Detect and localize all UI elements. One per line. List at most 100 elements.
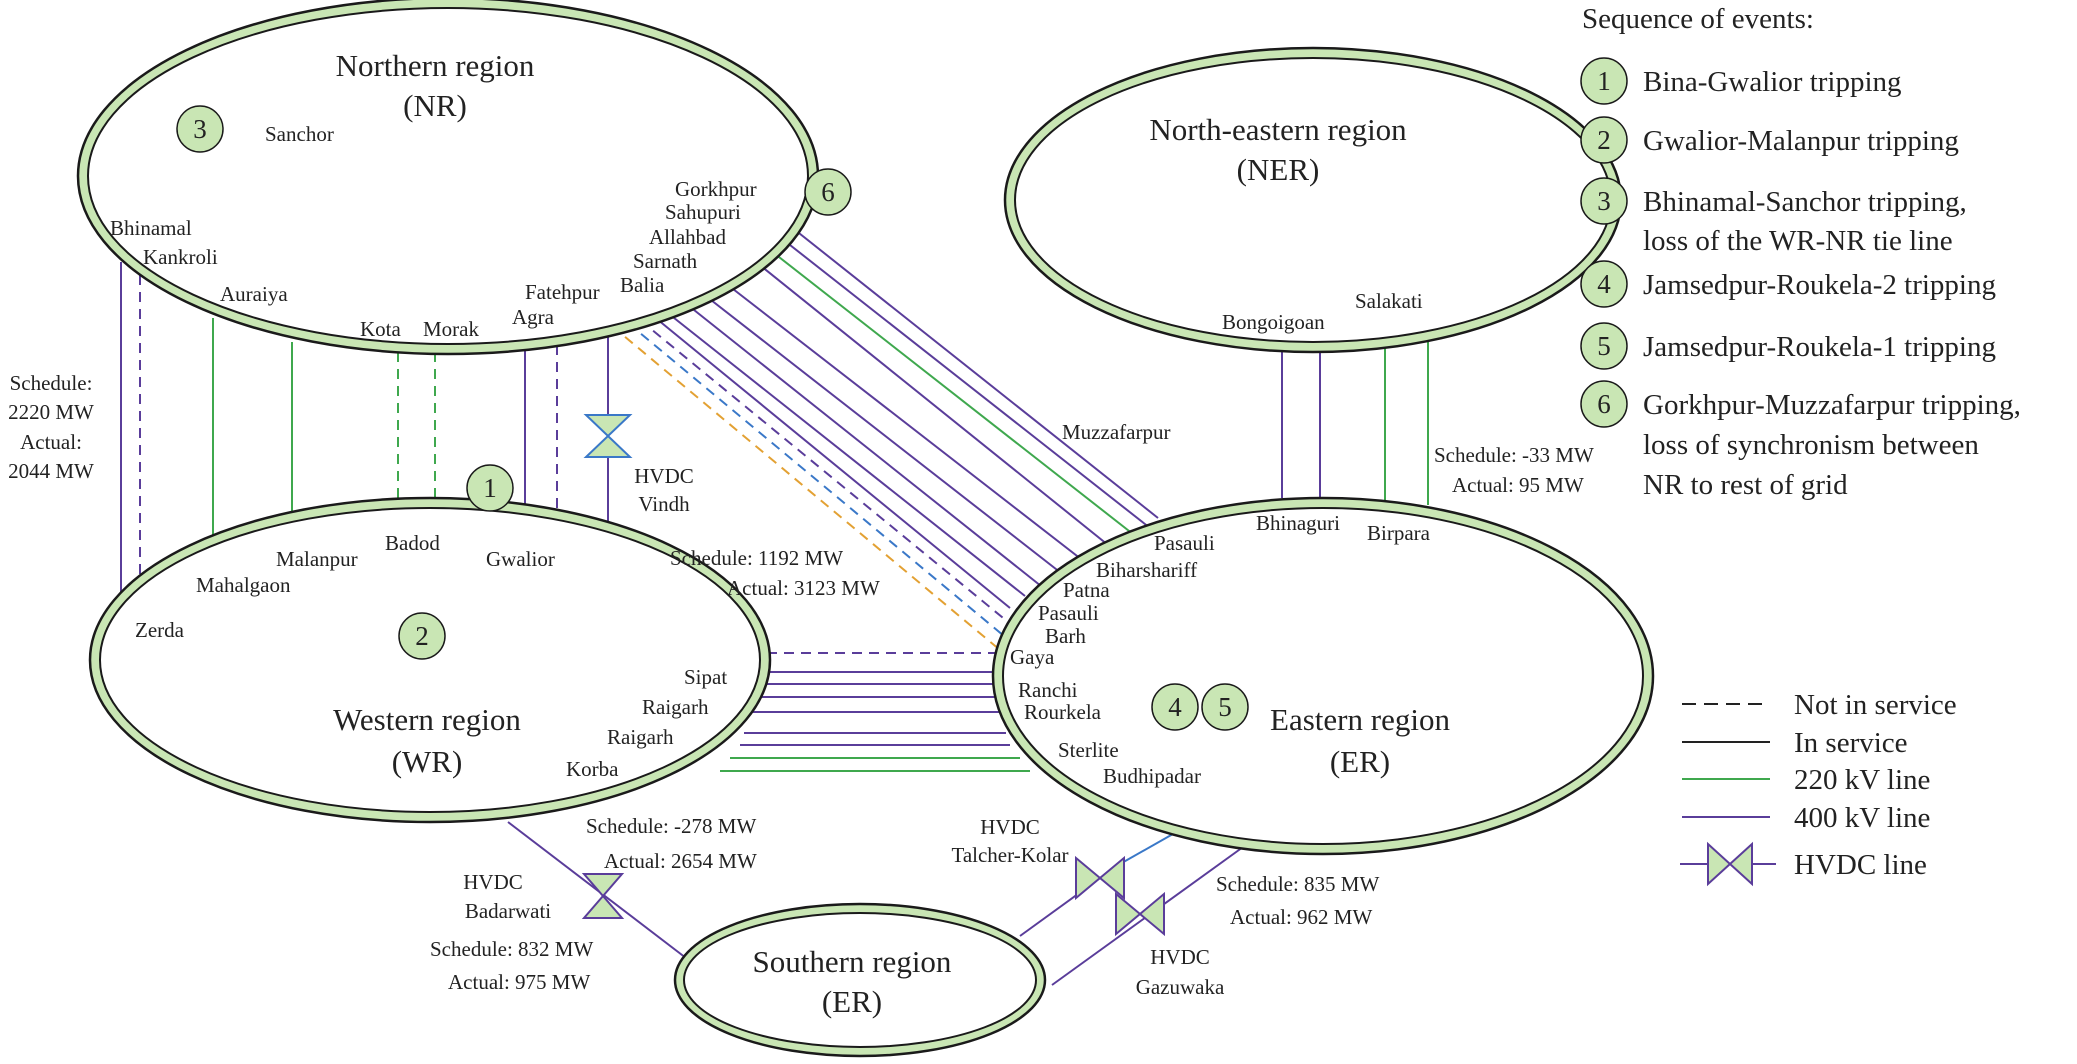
label-morak: Morak xyxy=(423,317,479,341)
flow-wr-er-schedule: Schedule: -278 MW xyxy=(586,814,756,838)
event-marker-1: 1 xyxy=(466,464,514,512)
label-salakati: Salakati xyxy=(1355,289,1423,313)
label-ranchi: Ranchi xyxy=(1018,678,1078,702)
line-nr-er-dashed-400-a xyxy=(639,319,1009,623)
label-pasauli2: Pasauli xyxy=(1038,601,1099,625)
label-barh: Barh xyxy=(1045,624,1086,648)
svg-text:3: 3 xyxy=(193,114,207,144)
line-nr-er-gorkhpur-400 xyxy=(779,217,1159,519)
legend-event-5-text: Jamsedpur-Roukela-1 tripping xyxy=(1643,331,1996,363)
legend-event-3-text-1: Bhinamal-Sanchor tripping, xyxy=(1643,186,1967,218)
er-title: Eastern region xyxy=(1270,702,1450,737)
line-er-sr-talcher-b xyxy=(1119,829,1181,865)
label-sipat: Sipat xyxy=(684,665,727,689)
legend-sequence: Sequence of events: 1 Bina-Gwalior tripp… xyxy=(1580,3,2021,501)
legend-event-5: 5 Jamsedpur-Roukela-1 tripping xyxy=(1580,322,1996,370)
region-sr xyxy=(673,902,1047,1058)
label-kankroli: Kankroli xyxy=(143,245,218,269)
hvdc-gazuwaka-symbol-left xyxy=(1115,891,1142,937)
svg-text:4: 4 xyxy=(1597,269,1611,299)
legend-key-not-in-service: Not in service xyxy=(1794,689,1957,721)
label-bongoigoan: Bongoigoan xyxy=(1222,310,1325,334)
label-raigarh1: Raigarh xyxy=(642,695,709,719)
label-rourkela: Rourkela xyxy=(1024,700,1102,724)
hvdc-gazuwaka-label-2: Gazuwaka xyxy=(1136,975,1225,999)
label-biharshariff: Biharshariff xyxy=(1096,558,1197,582)
hvdc-vindh-symbol-bottom xyxy=(583,434,633,458)
hvdc-badarwati-label-1: HVDC xyxy=(463,870,523,894)
region-nr xyxy=(76,0,820,356)
svg-text:5: 5 xyxy=(1218,692,1232,722)
flow-er-sr-actual: Actual: 962 MW xyxy=(1230,905,1372,929)
hvdc-talcher-label-1: HVDC xyxy=(980,815,1040,839)
legend-event-6-text-3: NR to rest of grid xyxy=(1643,469,1848,501)
label-balia: Balia xyxy=(620,273,665,297)
legend-key-hvdc-symbol xyxy=(1680,841,1776,887)
legend-event-1-text: Bina-Gwalior tripping xyxy=(1643,66,1902,98)
svg-text:2: 2 xyxy=(1597,125,1611,155)
legend-event-4-text: Jamsedpur-Roukela-2 tripping xyxy=(1643,269,1996,301)
nr-abbr: (NR) xyxy=(403,88,467,123)
flow-ner-er-schedule: Schedule: -33 MW xyxy=(1434,443,1594,467)
ner-abbr: (NER) xyxy=(1237,152,1320,187)
hvdc-badarwati-label-2: Badarwati xyxy=(465,899,551,923)
label-kota: Kota xyxy=(360,317,402,341)
svg-text:1: 1 xyxy=(483,473,497,503)
label-mahalgaon: Mahalgaon xyxy=(196,573,291,597)
svg-text:1: 1 xyxy=(1597,66,1611,96)
event-marker-3: 3 xyxy=(176,105,224,153)
event-markers: 1 2 3 4 5 6 xyxy=(176,105,1249,731)
region-wr xyxy=(88,496,772,824)
legend-key-in-service: In service xyxy=(1794,727,1908,759)
label-pasauli1: Pasauli xyxy=(1154,531,1215,555)
legend-key-220kv: 220 kV line xyxy=(1794,764,1930,796)
legend-event-2-text: Gwalior-Malanpur tripping xyxy=(1643,125,1959,157)
ner-title: North-eastern region xyxy=(1149,112,1407,147)
region-er xyxy=(991,496,1655,856)
flow-nr-er-actual: Actual: 3123 MW xyxy=(727,576,880,600)
label-auraiya: Auraiya xyxy=(220,282,288,306)
label-sahupuri: Sahupuri xyxy=(665,200,741,224)
svg-text:6: 6 xyxy=(1597,389,1611,419)
svg-text:5: 5 xyxy=(1597,331,1611,361)
hvdc-talcher-symbol-left xyxy=(1075,855,1102,901)
flow-labels: Schedule: 2220 MW Actual: 2044 MW Schedu… xyxy=(8,371,1594,994)
hvdc-vindh-label-1: HVDC xyxy=(634,464,694,488)
wr-title: Western region xyxy=(333,702,521,737)
legend-key-400kv: 400 kV line xyxy=(1794,802,1930,834)
label-patna: Patna xyxy=(1063,578,1110,602)
regions xyxy=(76,0,1655,1058)
legend-event-6: 6 Gorkhpur-Muzzafarpur tripping, loss of… xyxy=(1580,380,2021,501)
label-sanchor: Sanchor xyxy=(265,122,334,146)
flow-ner-er-actual: Actual: 95 MW xyxy=(1452,473,1584,497)
label-malanpur: Malanpur xyxy=(276,547,358,571)
hvdc-vindh-symbol-top xyxy=(583,414,633,438)
flow-er-sr-schedule: Schedule: 835 MW xyxy=(1216,872,1379,896)
label-zerda: Zerda xyxy=(135,618,185,642)
sr-title: Southern region xyxy=(753,944,952,979)
flow-wr-sr-schedule: Schedule: 832 MW xyxy=(430,937,593,961)
wr-abbr: (WR) xyxy=(392,744,463,779)
line-nr-er-400-c xyxy=(701,292,1071,581)
region-ner xyxy=(1003,46,1623,354)
nr-title: Northern region xyxy=(336,48,535,83)
legend-keys: Not in service In service 220 kV line 40… xyxy=(1680,689,1957,887)
flow-wr-er-actual: Actual: 2654 MW xyxy=(604,849,757,873)
hvdc-labels: HVDC Vindh HVDC Badarwati HVDC Talcher-K… xyxy=(463,464,1225,999)
svg-text:3: 3 xyxy=(1597,186,1611,216)
legend-event-2: 2 Gwalior-Malanpur tripping xyxy=(1580,116,1959,164)
event-marker-5: 5 xyxy=(1201,683,1249,731)
er-abbr: (ER) xyxy=(1330,744,1390,779)
line-nr-er-220 xyxy=(769,249,1139,539)
label-fatehpur: Fatehpur xyxy=(525,280,600,304)
legend-event-4: 4 Jamsedpur-Roukela-2 tripping xyxy=(1580,260,1996,308)
label-birpara: Birpara xyxy=(1367,521,1431,545)
substation-labels: Sanchor Bhinamal Kankroli Auraiya Kota M… xyxy=(110,122,1431,788)
label-gwalior: Gwalior xyxy=(486,547,555,571)
svg-text:4: 4 xyxy=(1168,692,1182,722)
label-raigarh2: Raigarh xyxy=(607,725,674,749)
legend-key-hvdc: HVDC line xyxy=(1794,849,1927,881)
label-muzzafarpur: Muzzafarpur xyxy=(1062,420,1170,444)
tie-lines xyxy=(120,147,1429,986)
